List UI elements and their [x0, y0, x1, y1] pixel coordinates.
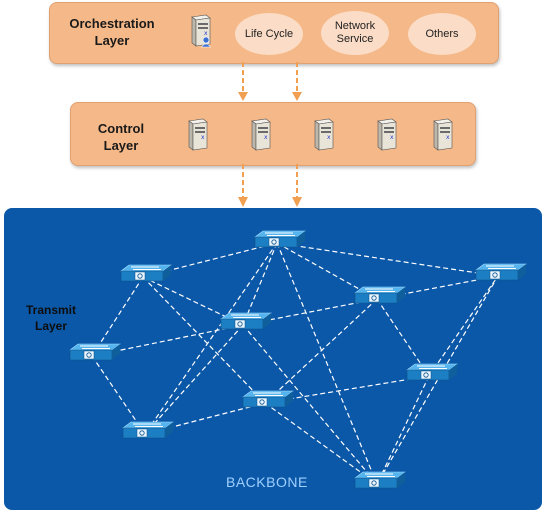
link [142, 242, 278, 278]
network-switch-icon [475, 263, 527, 281]
link [276, 242, 378, 485]
arrow-control-to-transmit-2 [292, 164, 302, 207]
link [242, 324, 378, 485]
svg-text:x: x [201, 134, 205, 141]
link [428, 275, 499, 377]
link [376, 375, 430, 485]
control-layer-panel [70, 102, 476, 166]
arrow-orchestration-to-control-1 [238, 62, 248, 101]
svg-text:x: x [264, 134, 268, 141]
control-layer-title: Control Layer [80, 120, 162, 154]
network-switch-icon [354, 286, 406, 304]
control-server-icon-5: x [433, 118, 453, 151]
network-switch-icon [354, 471, 406, 489]
svg-text:x: x [446, 134, 450, 141]
svg-text:x: x [204, 30, 208, 37]
control-server-icon-4: x [377, 118, 397, 151]
link [276, 242, 378, 300]
network-switch-icon [406, 363, 458, 381]
transmit-title-line2: Layer [34, 319, 68, 333]
transmit-title-line1: Transmit [25, 303, 76, 317]
transmit-layer-title: Transmit Layer [14, 302, 88, 334]
arrow-control-to-transmit-1 [238, 164, 248, 207]
link [144, 242, 278, 435]
link [276, 242, 499, 277]
network-switch-icon [254, 230, 306, 248]
link [142, 276, 266, 404]
control-server-icon-1: x [188, 118, 208, 151]
network-service-pill: Network Service [321, 11, 389, 55]
network-switch-icon [220, 312, 272, 330]
control-server-icon-2: x [251, 118, 271, 151]
others-label: Others [425, 27, 459, 40]
life-cycle-pill: Life Cycle [235, 13, 303, 55]
control-title-line2: Layer [103, 138, 139, 153]
others-pill: Others [408, 13, 476, 55]
life-cycle-label: Life Cycle [244, 27, 294, 40]
control-title-line1: Control [97, 121, 145, 136]
network-switch-icon [242, 390, 294, 408]
link [144, 324, 244, 435]
backbone-label: BACKBONE [226, 474, 308, 490]
link [242, 242, 278, 326]
network-service-label: Network Service [334, 20, 376, 45]
link [264, 402, 378, 485]
arrow-orchestration-to-control-2 [292, 62, 302, 101]
link [264, 298, 378, 404]
orchestration-layer-title: Orchestration Layer [56, 15, 168, 49]
server-with-user-icon: x [191, 14, 212, 48]
network-switches [69, 230, 527, 489]
network-switch-icon [122, 421, 174, 439]
orchestration-title-line1: Orchestration [69, 16, 155, 31]
network-switch-icon [120, 264, 172, 282]
svg-text:x: x [327, 134, 331, 141]
svg-text:x: x [390, 134, 394, 141]
control-server-icon-3: x [314, 118, 334, 151]
orchestration-title-line2: Layer [94, 33, 130, 48]
network-switch-icon [69, 343, 121, 361]
